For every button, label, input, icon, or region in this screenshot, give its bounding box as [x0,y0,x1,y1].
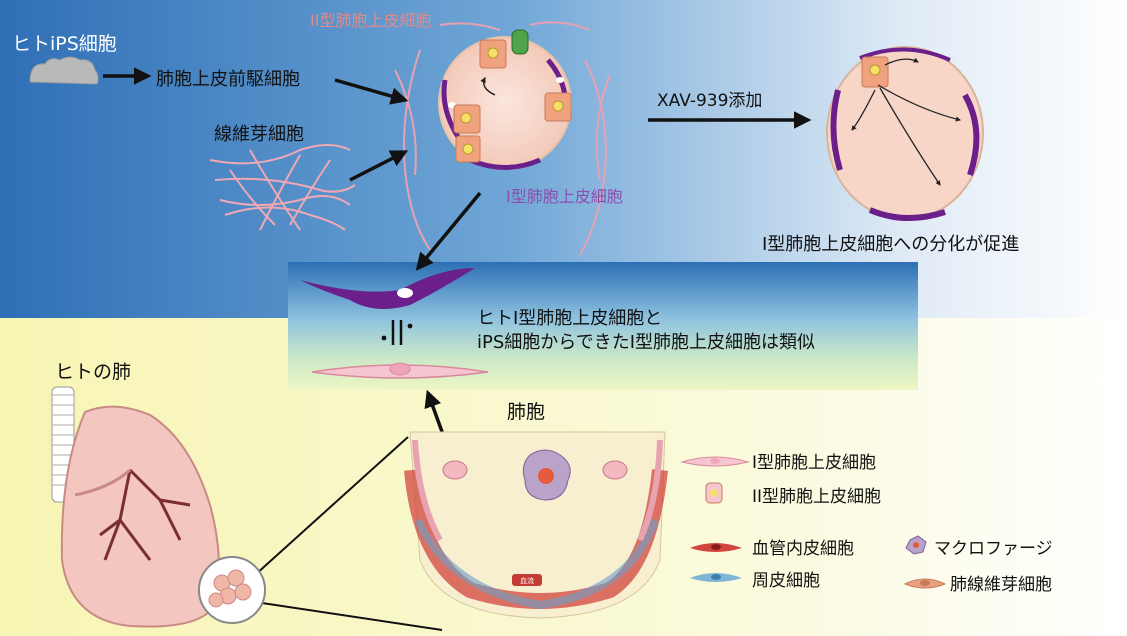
similarity-line1: ヒトI型肺胞上皮細胞と [477,308,662,329]
progenitor-label: 肺胞上皮前駆細胞 [156,69,300,90]
type2-label-top: II型肺胞上皮細胞 [310,11,431,30]
human-ips-label: ヒトiPS細胞 [12,33,117,55]
type1-label-mid: I型肺胞上皮細胞 [506,187,623,206]
xav-label: XAV-939添加 [657,91,762,111]
legend-type1-label: I型肺胞上皮細胞 [752,453,876,473]
alveolus-cross-section: 血流 [410,432,665,618]
alveoli-zoom-circle [199,557,265,623]
type2-cell [545,93,571,121]
human-lung-label: ヒトの肺 [55,361,131,383]
green-marker-cell [512,30,528,54]
capillary-label: 血流 [520,576,534,585]
legend-endothelial-label: 血管内皮細胞 [752,539,854,559]
legend-type2-icon [706,483,722,503]
type2-cell [456,136,480,162]
legend-fibroblast-label: 肺線維芽細胞 [950,575,1052,595]
differentiation-label: I型肺胞上皮細胞への分化が促進 [762,234,1019,255]
fibroblast-label: 線維芽細胞 [214,124,304,145]
legend-pericyte-label: 周皮細胞 [752,571,820,591]
right-organoid [827,47,983,219]
type2-cell [480,40,506,68]
legend-type2-label: II型肺胞上皮細胞 [752,487,881,507]
alveolus-label: 肺胞 [507,401,545,423]
type2-cell [454,105,480,133]
similarity-line2: iPS細胞からできたI型肺胞上皮細胞は類似 [477,332,815,353]
legend-macrophage-label: マクロファージ [934,539,1053,559]
